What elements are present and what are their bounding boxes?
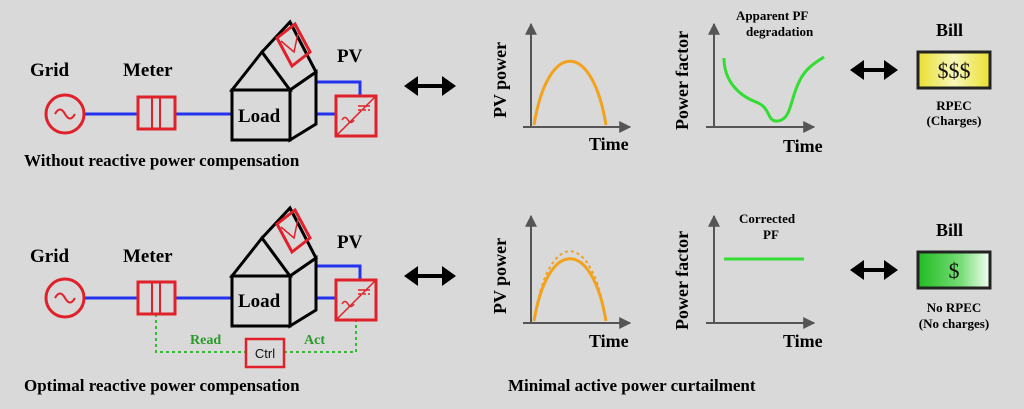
chart-ylabel: Power factor bbox=[672, 31, 692, 130]
bottom-system-diagram: Grid Meter PV Read Act Ctrl Load bbox=[24, 205, 378, 395]
chart-ylabel: Power factor bbox=[672, 231, 692, 330]
bill-card bbox=[916, 50, 992, 90]
pv-label: PV bbox=[337, 46, 363, 67]
bottom-power-factor-chart: Power factor Corrected PF Time bbox=[672, 211, 823, 351]
grid-label: Grid bbox=[30, 246, 69, 267]
bottom-bill: Bill $ No RPEC (No charges) bbox=[916, 220, 992, 331]
grid-source-icon bbox=[44, 93, 86, 135]
top-power-factor-chart: Power factor Apparent PF degradation Tim… bbox=[672, 8, 825, 156]
bill-note-line2: (No charges) bbox=[919, 316, 989, 331]
double-arrow-icon bbox=[404, 76, 456, 96]
solar-panel-icon bbox=[275, 207, 312, 255]
bill-note-line1: No RPEC bbox=[927, 300, 982, 315]
meter-icon bbox=[136, 95, 177, 131]
meter-icon bbox=[136, 280, 177, 316]
house-icon bbox=[228, 19, 318, 143]
double-arrow-icon bbox=[850, 260, 898, 280]
meter-label: Meter bbox=[123, 246, 173, 267]
caption-bottom: Optimal reactive power compensation bbox=[24, 376, 300, 395]
chart-ylabel: PV power bbox=[490, 42, 510, 118]
top-bill: Bill $$$ RPEC (Charges) bbox=[916, 20, 992, 128]
chart-xlabel: Time bbox=[589, 134, 629, 154]
read-label: Read bbox=[190, 333, 221, 348]
bill-title: Bill bbox=[936, 220, 963, 240]
caption-top: Without reactive power compensation bbox=[24, 151, 300, 170]
ctrl-label: Ctrl bbox=[255, 346, 275, 361]
annotation-line1: Corrected bbox=[739, 211, 796, 226]
ac-wave-icon bbox=[54, 292, 76, 304]
load-label: Load bbox=[238, 106, 281, 127]
read-signal-line bbox=[155, 314, 246, 353]
chart-xlabel: Time bbox=[783, 331, 823, 351]
bill-note-line1: RPEC bbox=[936, 98, 971, 113]
pv-power-curve bbox=[532, 257, 608, 322]
chart-xlabel: Time bbox=[783, 136, 823, 156]
act-label: Act bbox=[304, 333, 325, 348]
act-signal-line bbox=[284, 320, 357, 353]
grid-label: Grid bbox=[30, 60, 69, 81]
inverter-icon bbox=[334, 94, 378, 138]
top-system-diagram: Grid Meter PV Load bbox=[24, 19, 378, 170]
inverter-icon bbox=[334, 278, 378, 322]
bottom-pv-power-chart: PV power Time bbox=[490, 214, 632, 351]
bill-note-line2: (Charges) bbox=[927, 113, 982, 128]
pv-power-curve bbox=[532, 60, 608, 126]
house-icon bbox=[228, 205, 318, 329]
bill-title: Bill bbox=[936, 20, 963, 40]
solar-panel-icon bbox=[275, 21, 312, 69]
bill-amount: $ bbox=[949, 258, 960, 283]
chart-ylabel: PV power bbox=[490, 238, 510, 314]
double-arrow-icon bbox=[404, 266, 456, 286]
annotation-line2: degradation bbox=[746, 24, 814, 39]
annotation-line2: PF bbox=[763, 227, 779, 242]
controller-box bbox=[244, 337, 286, 369]
load-label: Load bbox=[238, 291, 281, 312]
pv-label: PV bbox=[337, 232, 363, 253]
bill-card bbox=[916, 250, 992, 290]
bill-amount: $$$ bbox=[938, 58, 971, 83]
chart-xlabel: Time bbox=[589, 331, 629, 351]
double-arrow-icon bbox=[850, 60, 898, 80]
ac-wave-icon bbox=[54, 108, 76, 120]
caption-bottom-right: Minimal active power curtailment bbox=[508, 376, 756, 395]
grid-source-icon bbox=[44, 277, 86, 319]
pf-curve bbox=[722, 55, 825, 123]
top-pv-power-chart: PV power Time bbox=[490, 22, 632, 154]
annotation-line1: Apparent PF bbox=[736, 8, 808, 23]
meter-label: Meter bbox=[123, 60, 173, 81]
